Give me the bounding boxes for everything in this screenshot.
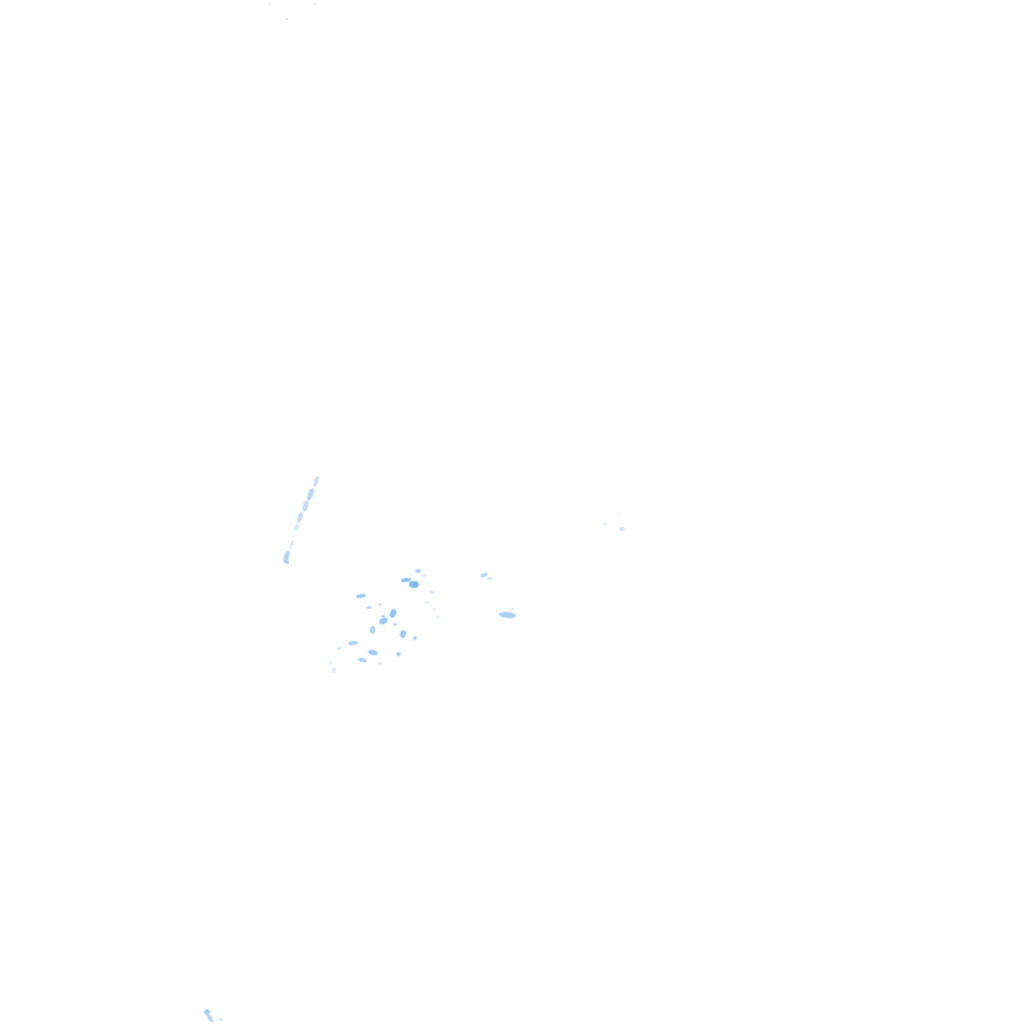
lake-smudge (498, 611, 517, 619)
lake-blob (347, 640, 359, 646)
lake-blob (393, 623, 397, 626)
lake-blob (369, 625, 376, 635)
lake-blob (367, 649, 379, 656)
lake-blob (329, 661, 332, 664)
lake-blob (511, 608, 515, 610)
lake-blob (398, 629, 408, 639)
pond-dot (617, 512, 620, 514)
lake-blob (381, 615, 386, 618)
lake-blob (436, 616, 439, 619)
lake-blob (378, 603, 382, 606)
stream-segment (301, 499, 310, 513)
stream-segment (312, 475, 320, 488)
dust-speck (314, 3, 316, 5)
stream-segment (293, 523, 300, 532)
stream-segment (305, 487, 316, 502)
lake-blob (378, 616, 389, 626)
stream-segment (288, 539, 295, 550)
stream-segment (296, 511, 304, 524)
lake-blob (409, 581, 419, 588)
lake-blob (357, 656, 368, 664)
lake-blob (422, 574, 426, 577)
lake-blob (414, 568, 422, 574)
stream-segment (285, 560, 289, 564)
stream-segment (219, 1018, 223, 1021)
lake-blob (396, 652, 401, 656)
pond-dot (604, 522, 607, 525)
lake-blob (365, 605, 373, 610)
lake-blob (337, 647, 341, 650)
lake-blob (355, 593, 367, 599)
lake-blob (332, 666, 337, 674)
lake-blob (486, 576, 494, 581)
lake-blob (413, 636, 417, 640)
stream-segment (205, 1012, 215, 1024)
dust-speck (286, 18, 288, 20)
lake-blob (388, 608, 398, 619)
dust-speck (269, 3, 271, 5)
lake-blob (425, 601, 430, 604)
lake-blob (431, 591, 435, 594)
stream-segment (204, 1009, 210, 1015)
pond-dot (619, 527, 625, 531)
lake-blob (433, 608, 436, 611)
lake-blob (378, 662, 382, 665)
